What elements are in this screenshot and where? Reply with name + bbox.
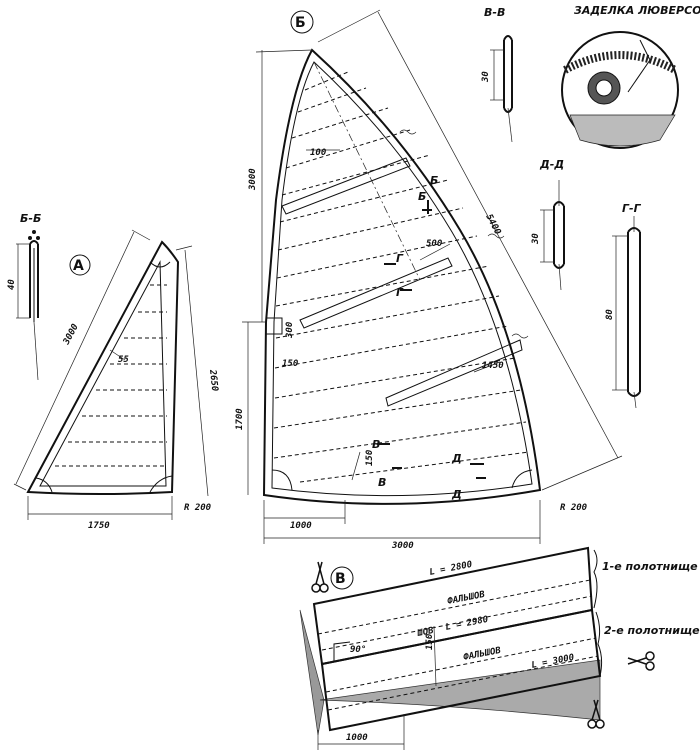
- dim-v-1000: 1000: [346, 733, 368, 743]
- sail-a-label: А: [73, 258, 84, 274]
- sail-a: [13, 229, 209, 520]
- section-dd: [540, 180, 565, 291]
- section-vv: [490, 35, 513, 143]
- dim-b-r200: R 200: [560, 503, 588, 513]
- dim-b-150: 150: [282, 359, 299, 369]
- section-bb-label: Б-Б: [20, 212, 41, 225]
- section-dd-label: Д-Д: [539, 158, 564, 171]
- dim-b-1700: 1700: [235, 408, 245, 430]
- section-gg-label: Г-Г: [622, 202, 642, 215]
- dim-b-3000: 3000: [248, 168, 258, 191]
- cutting-layout: [299, 546, 655, 750]
- dim-a-1750: 1750: [88, 521, 110, 531]
- dim-gg-80: 80: [605, 309, 615, 320]
- scissors-icon: [627, 651, 655, 671]
- dim-b-1450: 1450: [482, 361, 504, 371]
- section-gg: [612, 216, 641, 409]
- mark-g: Г: [396, 252, 404, 265]
- dim-b-500: 500: [426, 239, 443, 249]
- dim-a-55: 55: [118, 355, 129, 365]
- dim-a-2650: 2650: [207, 368, 219, 392]
- dim-a-3000: 3000: [61, 322, 81, 347]
- dim-v-150: 150: [425, 633, 435, 650]
- seam-label: ШОВ: [416, 626, 435, 639]
- dim-dd-30: 30: [531, 233, 541, 245]
- dim-vv-30: 30: [481, 71, 491, 83]
- dim-bb-40: 40: [7, 279, 17, 290]
- grommet-detail: [561, 31, 679, 149]
- mark-b2: Б: [430, 174, 438, 187]
- sail-v-label: В: [335, 571, 346, 587]
- falshov-1: ФАЛЬШОВ: [447, 590, 487, 607]
- mark-g2: Г: [396, 286, 404, 299]
- scissors-icon: [311, 561, 329, 593]
- panel-1-label: 1-е полотнище: [602, 560, 698, 573]
- mark-v: В: [372, 438, 380, 451]
- dim-b-3000h: 3000: [391, 541, 414, 551]
- falshov-2: ФАЛЬШОВ: [463, 646, 503, 663]
- dim-b-100: 100: [310, 148, 327, 158]
- grommet-title: ЗАДЕЛКА ЛЮВЕРСОВ: [574, 4, 700, 17]
- section-vv-label: В-В: [484, 6, 505, 19]
- panel-2-label: 2-е полотнище: [604, 624, 700, 637]
- dim-b-5400: 5400: [483, 213, 502, 237]
- mark-d: Д: [451, 452, 462, 465]
- length-l2: L = 2980: [445, 615, 490, 633]
- dim-b-150b: 150: [365, 449, 375, 466]
- angle-90: 90°: [350, 645, 366, 655]
- mark-v2: В: [378, 476, 386, 489]
- section-bb: [16, 230, 40, 381]
- dim-a-r200: R 200: [184, 503, 212, 513]
- mark-b: Б: [418, 190, 426, 203]
- scissors-icon: [587, 699, 605, 729]
- mark-d2: Д: [451, 488, 462, 501]
- sail-b-label: Б: [295, 15, 306, 31]
- sail-b: [242, 9, 623, 544]
- dim-b-1000: 1000: [290, 521, 312, 531]
- dim-b-300: 300: [285, 321, 295, 339]
